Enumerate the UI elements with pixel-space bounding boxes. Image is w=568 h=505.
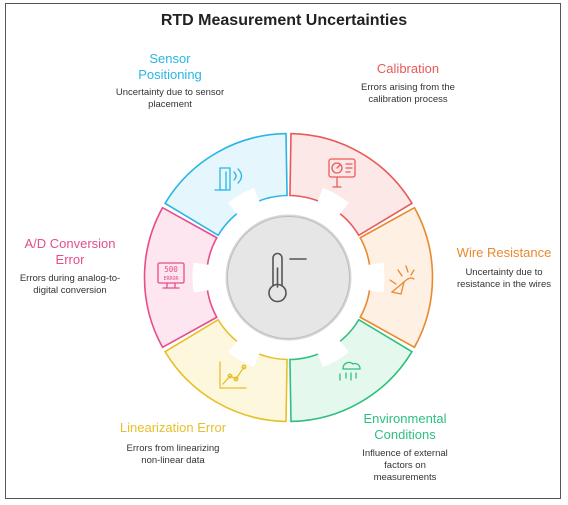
- segment-connector-linearization-error: [228, 331, 264, 368]
- linearization-error-title: Linearization Error: [119, 420, 227, 435]
- label-ad-conversion-error: A/D Conversion Error Errors during analo…: [8, 236, 132, 297]
- ad-conversion-error-title: A/D Conversion Error: [24, 236, 116, 267]
- linearization-error-desc: Errors from linearizing non-linear data: [126, 443, 220, 466]
- segment-environmental-conditions: [289, 318, 414, 423]
- segment-connector-calibration: [313, 187, 349, 224]
- calibration-desc: Errors arising from the calibration proc…: [361, 82, 455, 105]
- segment-connector-ad-conversion-error: [192, 262, 220, 293]
- sensor-positioning-title: Sensor Positioning: [138, 51, 202, 82]
- segment-connector-sensor-positioning: [228, 187, 264, 224]
- label-sensor-positioning: Sensor Positioning Uncertainty due to se…: [95, 51, 245, 111]
- segment-linearization-error: [163, 318, 288, 423]
- ad-conversion-error-desc: Errors during analog-to- digital convers…: [19, 273, 121, 296]
- error-monitor-text: ERROR: [163, 276, 179, 282]
- label-calibration: Calibration Errors arising from the cali…: [328, 61, 488, 106]
- segment-connector-wire-resistance: [357, 262, 385, 293]
- segment-calibration: [289, 132, 414, 237]
- error-monitor-code: 500: [164, 265, 178, 274]
- label-environmental-conditions: Environmental Conditions Influence of ex…: [340, 411, 470, 484]
- gauge-panel-icon: [328, 158, 356, 188]
- center-hub: [219, 208, 358, 347]
- label-wire-resistance: Wire Resistance Uncertainty due to resis…: [440, 245, 568, 291]
- segment-ad-conversion-error: [143, 206, 218, 349]
- sensor-positioning-desc: Uncertainty due to sensor placement: [115, 87, 225, 110]
- sensor-placement-icon: [214, 167, 243, 191]
- segment-wire-resistance: [359, 206, 434, 349]
- wire-resistance-desc: Uncertainty due to resistance in the wir…: [457, 267, 551, 290]
- thermometer-icon: [268, 252, 307, 303]
- label-linearization-error: Linearization Error Errors from lineariz…: [98, 420, 248, 467]
- calibration-title: Calibration: [376, 61, 440, 76]
- wire-resistance-title: Wire Resistance: [456, 245, 552, 260]
- diagram-title: RTD Measurement Uncertainties: [160, 12, 408, 29]
- broken-wire-icon: [389, 265, 415, 295]
- environmental-conditions-desc: Influence of external factors on measure…: [362, 448, 448, 483]
- weather-icon: [339, 361, 361, 381]
- line-graph-icon: [219, 361, 247, 389]
- environmental-conditions-title: Environmental Conditions: [363, 411, 447, 442]
- segment-connector-environmental-conditions: [313, 331, 349, 368]
